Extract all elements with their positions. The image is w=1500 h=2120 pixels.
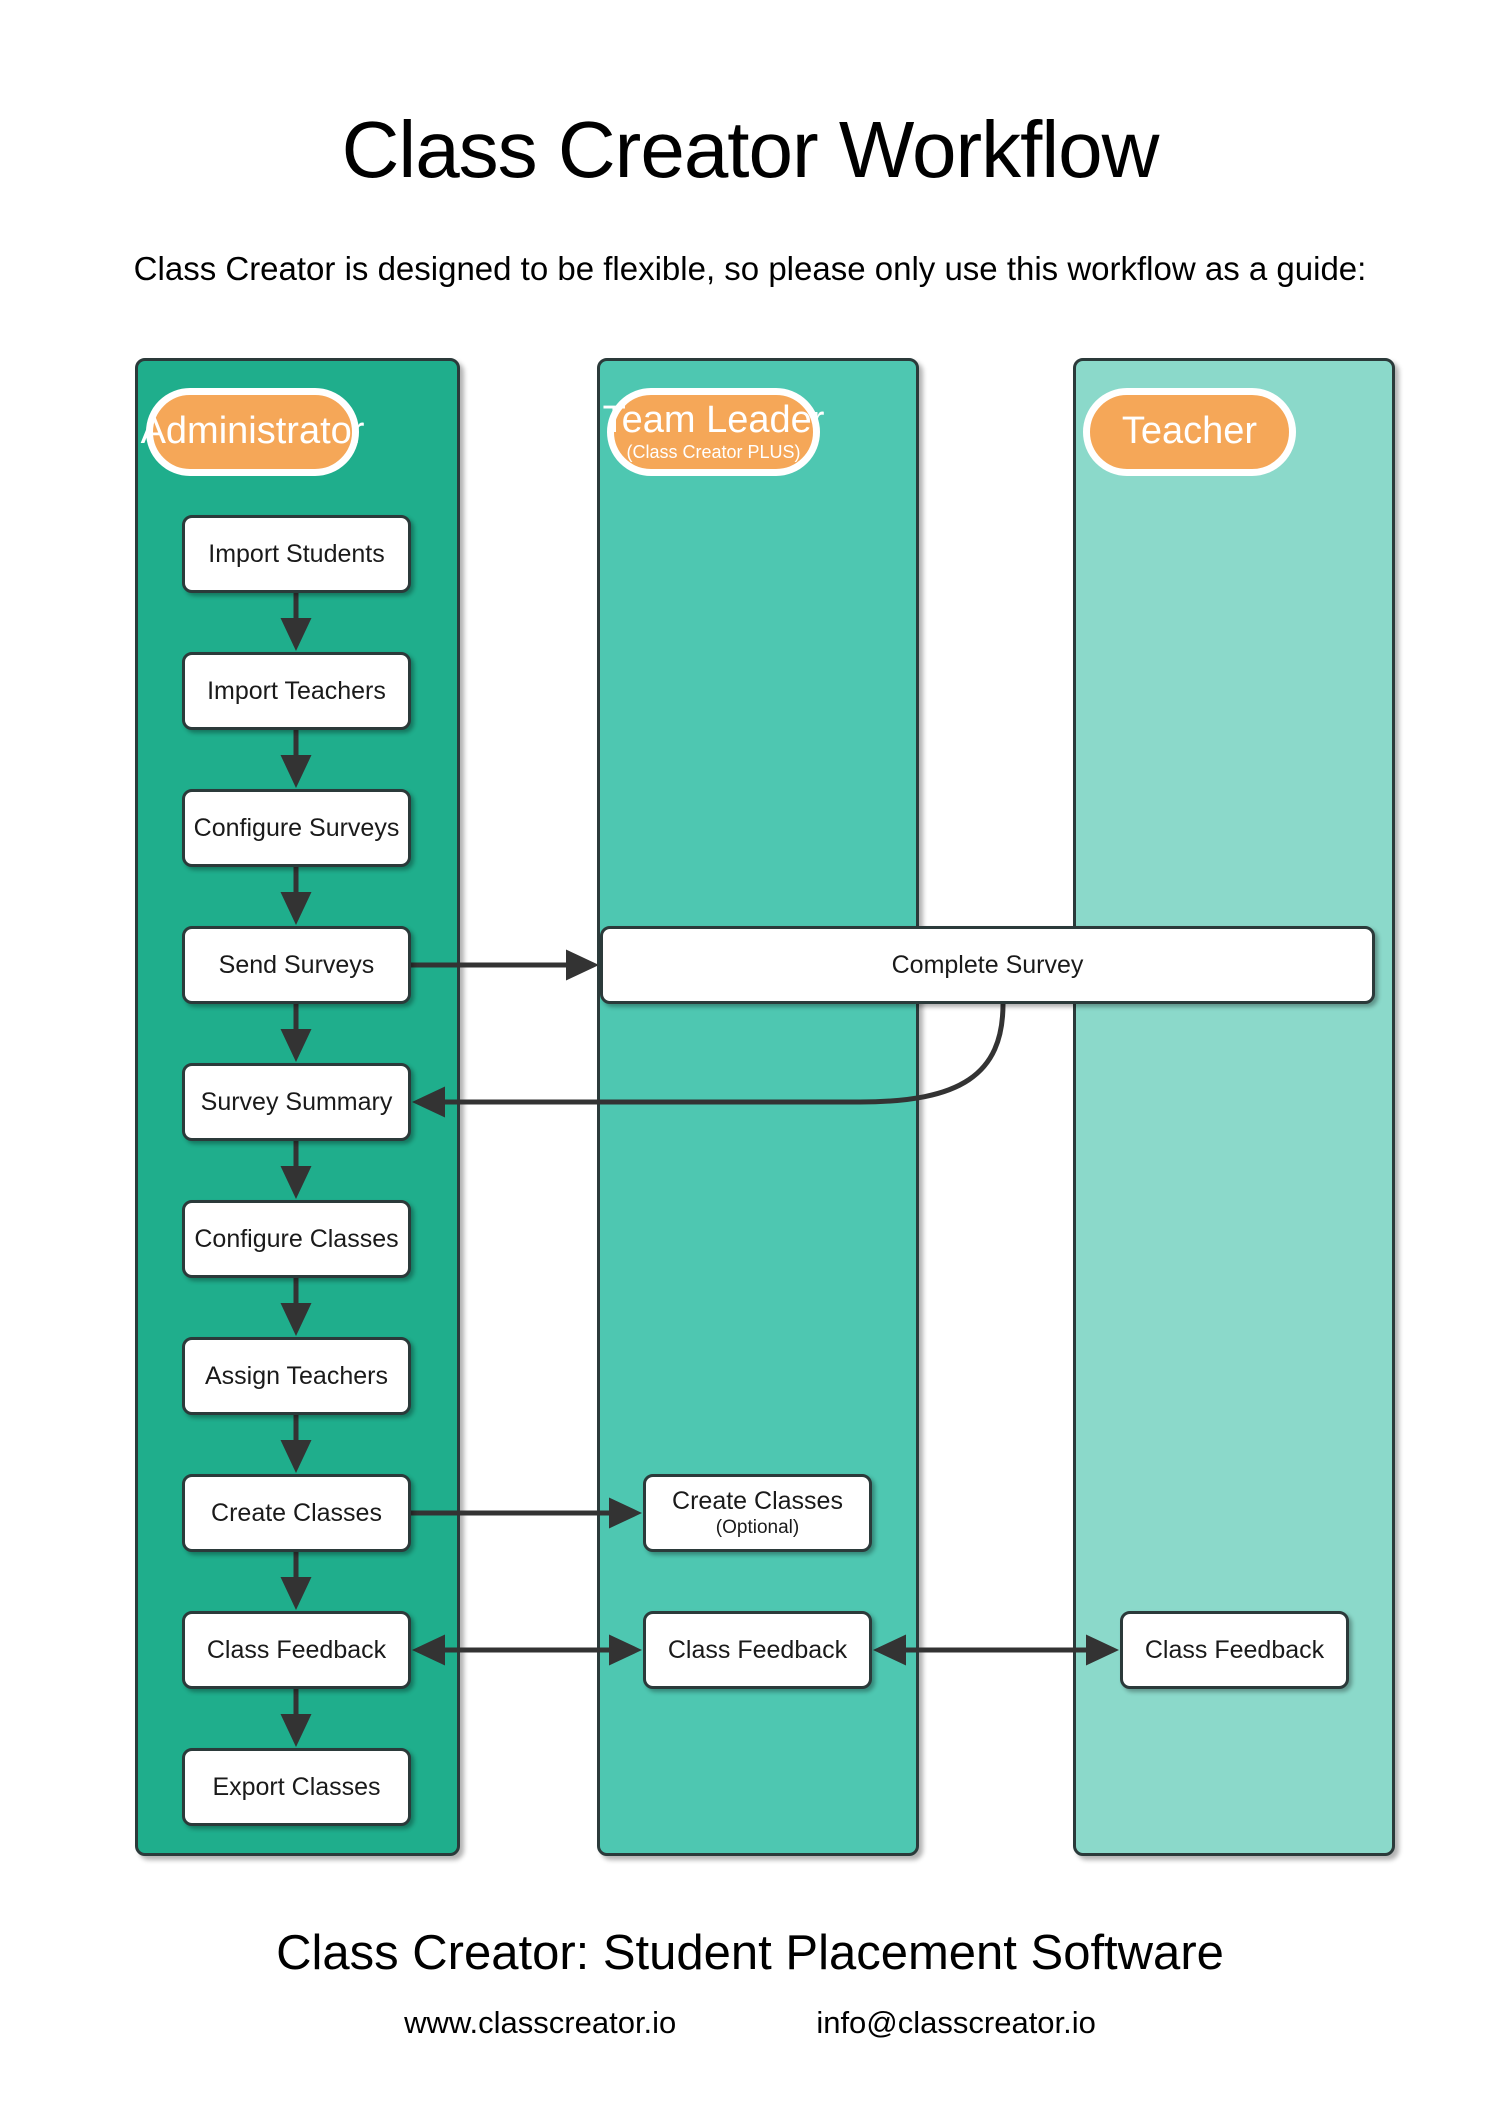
node-class-feedback-administrator[interactable]: Class Feedback <box>182 1611 411 1689</box>
footer-title: Class Creator: Student Placement Softwar… <box>276 1926 1224 1980</box>
role-subtitle-team-leader: (Class Creator PLUS) <box>626 442 801 463</box>
node-label: Create Classes <box>211 1498 382 1527</box>
node-label: Import Students <box>208 539 385 568</box>
node-label: Class Feedback <box>1144 1635 1325 1664</box>
node-complete-survey[interactable]: Complete Survey <box>600 926 1375 1004</box>
node-send-surveys[interactable]: Send Surveys <box>182 926 411 1004</box>
role-pill-teacher: Teacher <box>1083 388 1296 476</box>
page-subtitle: Class Creator is designed to be flexible… <box>133 250 1367 287</box>
node-label: Configure Classes <box>194 1224 399 1253</box>
node-label: Configure Surveys <box>193 813 400 842</box>
footer-website[interactable]: www.classcreator.io <box>404 2005 677 2040</box>
node-label: Class Feedback <box>667 1635 848 1664</box>
node-label: Complete Survey <box>891 950 1084 979</box>
node-label: Assign Teachers <box>205 1361 388 1390</box>
node-label: Survey Summary <box>200 1087 393 1116</box>
footer-links: www.classcreator.io info@classcreator.io <box>0 2005 1500 2041</box>
node-label: Send Surveys <box>218 950 375 979</box>
role-title-administrator: Administrator <box>140 410 365 453</box>
node-assign-teachers[interactable]: Assign Teachers <box>182 1337 411 1415</box>
node-class-feedback-team-leader[interactable]: Class Feedback <box>643 1611 872 1689</box>
node-import-teachers[interactable]: Import Teachers <box>182 652 411 730</box>
page-title: Class Creator Workflow <box>341 105 1160 194</box>
swimlane-teacher <box>1073 358 1395 1856</box>
role-title-team-leader: Team Leader <box>602 399 825 442</box>
node-import-students[interactable]: Import Students <box>182 515 411 593</box>
node-class-feedback-teacher[interactable]: Class Feedback <box>1120 1611 1349 1689</box>
footer-email[interactable]: info@classcreator.io <box>816 2005 1096 2040</box>
node-label: Create Classes <box>672 1487 843 1516</box>
role-title-teacher: Teacher <box>1121 410 1258 453</box>
node-create-classes-team-leader[interactable]: Create Classes (Optional) <box>643 1474 872 1552</box>
node-create-classes-administrator[interactable]: Create Classes <box>182 1474 411 1552</box>
node-label: Export Classes <box>212 1772 381 1801</box>
role-pill-administrator: Administrator <box>141 388 364 476</box>
node-survey-summary[interactable]: Survey Summary <box>182 1063 411 1141</box>
node-configure-classes[interactable]: Configure Classes <box>182 1200 411 1278</box>
swimlane-team-leader <box>597 358 919 1856</box>
node-export-classes[interactable]: Export Classes <box>182 1748 411 1826</box>
node-label: Class Feedback <box>206 1635 387 1664</box>
node-sublabel: (Optional) <box>715 1516 800 1538</box>
node-label: Import Teachers <box>207 676 386 705</box>
role-pill-team-leader: Team Leader (Class Creator PLUS) <box>603 388 824 476</box>
node-configure-surveys[interactable]: Configure Surveys <box>182 789 411 867</box>
